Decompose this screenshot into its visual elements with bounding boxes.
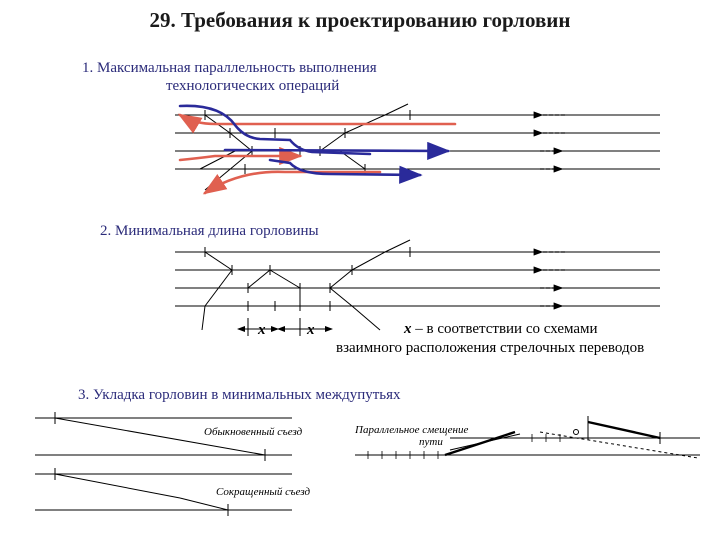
switch-line [204, 251, 233, 271]
blue-route [268, 158, 423, 184]
shortened-crossover-diagram [35, 468, 292, 516]
red-route [177, 113, 457, 134]
parallel-shift-ties [367, 434, 561, 459]
switch-line [587, 420, 661, 440]
note-line1-text: – в соответствии со схемами [411, 321, 598, 337]
switch-line [351, 305, 381, 331]
switch-line [384, 103, 409, 116]
switch-line [269, 269, 301, 289]
section2-direction-arrows [533, 248, 565, 310]
shortened-crossover-label: Сокращенный съезд [216, 486, 311, 498]
x-dimension-label: x [306, 322, 315, 338]
crossover-line [54, 417, 266, 456]
blue-route [223, 141, 451, 161]
switch-line [199, 150, 236, 170]
switch-line [351, 251, 386, 271]
slide-title: 29. Требования к проектированию горловин [149, 8, 571, 32]
x-dimension-label: x [257, 322, 266, 338]
switch-line [229, 132, 253, 152]
crossover-line [54, 473, 181, 499]
shift-line [449, 433, 521, 451]
switch-line [319, 132, 346, 152]
blue-route [178, 104, 372, 156]
section2-note-line1: x – в соответствии со схемами [404, 321, 598, 338]
note-variable-x: x [404, 321, 412, 337]
section1-heading-line1: 1. Максимальная параллельность выполнени… [82, 60, 377, 76]
red-route [178, 146, 303, 166]
switch-line [329, 269, 353, 289]
section2-note-line2: взаимного расположения стрелочных перево… [336, 340, 645, 356]
switch-line [247, 269, 271, 289]
ordinary-crossover-label: Обыкновенный съезд [204, 426, 303, 438]
switch-line [384, 239, 411, 253]
switch-line [201, 305, 206, 331]
section1-track-diagram [175, 103, 660, 191]
switch-line [329, 287, 353, 307]
red-route [202, 170, 382, 195]
parallel-shift-label-line1: Параллельное смещение [355, 424, 469, 436]
track-line-dashed [539, 431, 699, 459]
crossover-line [179, 497, 229, 511]
section1-direction-arrows [533, 111, 565, 173]
section2-heading: 2. Минимальная длина горловины [100, 223, 319, 239]
section1-heading-line2: технологических операций [166, 78, 340, 94]
ordinary-crossover-diagram [35, 412, 292, 461]
parallel-shift-diagram [355, 416, 700, 459]
section2-track-diagram [175, 239, 660, 336]
switch-point-marker [573, 429, 579, 435]
section1-routes [177, 104, 457, 195]
parallel-shift-label-line2: пути [419, 436, 443, 448]
section3-heading: 3. Укладка горловин в минимальных междуп… [78, 387, 401, 403]
switch-line [204, 269, 233, 307]
